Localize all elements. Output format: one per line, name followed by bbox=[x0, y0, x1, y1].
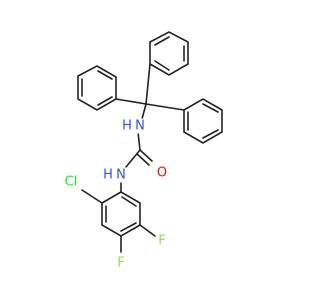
phenyl-ring-top bbox=[149, 31, 189, 76]
atom-labels: N H N H O Cl F F bbox=[63, 118, 169, 271]
atom-label-o: O bbox=[157, 166, 167, 181]
atom-label-f5: F bbox=[158, 234, 165, 249]
aromatic-inner-bond bbox=[121, 196, 137, 207]
bond-cq-right-ring bbox=[145, 103, 185, 111]
bond-nh-carbonyl bbox=[137, 131, 141, 151]
atom-label-background bbox=[157, 233, 167, 249]
aromatic-inner-bond bbox=[154, 60, 170, 71]
bonds bbox=[77, 31, 223, 253]
phenyl-ring-left bbox=[77, 65, 117, 111]
bond-ring-cl bbox=[81, 189, 103, 204]
atom-label-background bbox=[155, 165, 169, 181]
atom-label-background bbox=[121, 118, 133, 134]
aromatic-inner-bond bbox=[202, 103, 219, 113]
bond-cq-left-ring bbox=[115, 98, 147, 105]
aromatic-inner-bond bbox=[154, 36, 170, 46]
atom-label-h-trityl: H bbox=[122, 119, 132, 134]
bond-cq-nh bbox=[141, 103, 147, 120]
atom-label-cl: Cl bbox=[65, 175, 78, 190]
aromatic-inner-bond bbox=[97, 70, 113, 80]
atom-label-background bbox=[115, 167, 127, 183]
aromatic-inner-bond bbox=[120, 222, 137, 232]
aromatic-inner-bond bbox=[202, 129, 219, 139]
aryl-ring-bottom bbox=[101, 191, 141, 237]
atom-label-h-aryl: H bbox=[103, 168, 113, 183]
aryl-ring-bottom-outline bbox=[101, 191, 141, 237]
phenyl-ring-top-outline bbox=[149, 31, 189, 76]
bond-carbonyl-nh bbox=[125, 149, 141, 168]
bond-carbonyl-o bbox=[139, 149, 153, 162]
atom-label-n-trityl: N bbox=[135, 119, 145, 134]
bond-cq-top-ring bbox=[145, 63, 151, 105]
phenyl-ring-right-outline bbox=[183, 98, 223, 144]
molecule-canvas: N H N H O Cl F F bbox=[63, 31, 223, 271]
bond-ring-f5 bbox=[139, 224, 156, 237]
molecule-structure: N H N H O Cl F F bbox=[63, 31, 223, 271]
atom-label-f4: F bbox=[117, 256, 124, 271]
atom-label-n-aryl: N bbox=[116, 168, 126, 183]
phenyl-ring-right bbox=[183, 98, 223, 144]
bond-carbonyl-o-double bbox=[136, 153, 150, 166]
atom-label-background bbox=[63, 174, 79, 190]
atom-label-background bbox=[116, 255, 126, 271]
atom-label-background bbox=[134, 118, 146, 134]
phenyl-ring-left-outline bbox=[77, 65, 117, 111]
atom-label-background bbox=[102, 167, 114, 183]
aromatic-inner-bond bbox=[97, 96, 113, 106]
